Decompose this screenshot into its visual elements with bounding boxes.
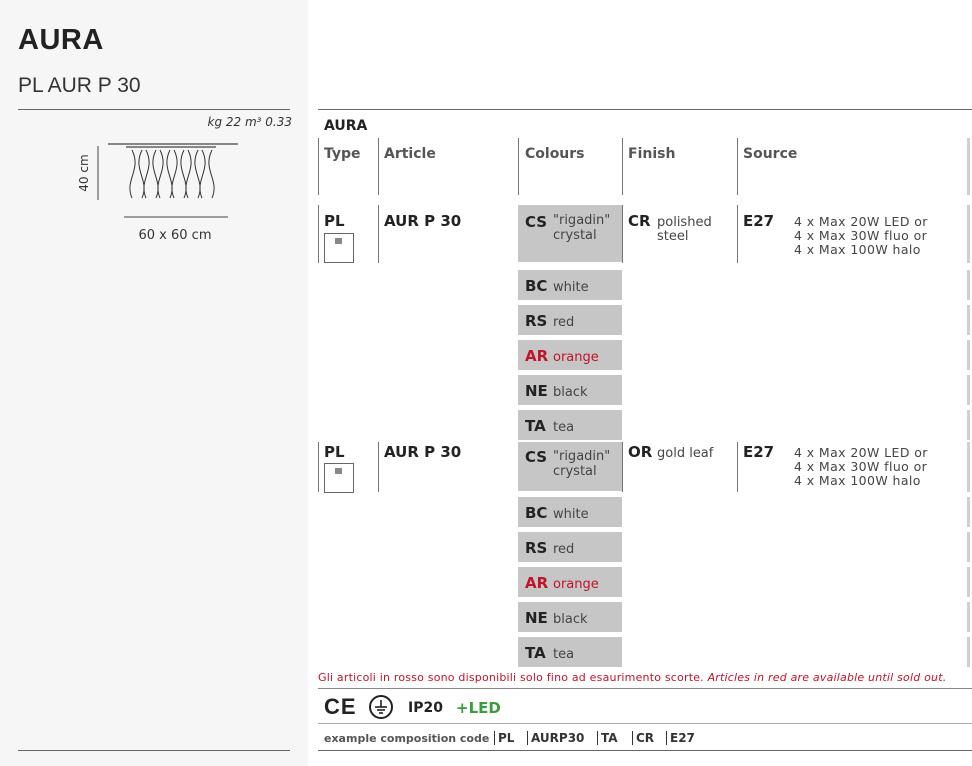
- composition-part: TA: [597, 731, 618, 745]
- bottom-divider-right: [318, 750, 972, 751]
- colour-swatch-discontinued: AR orange: [518, 567, 622, 598]
- column-separator: [622, 138, 623, 195]
- col-colours: Colours: [525, 146, 585, 162]
- column-separator: [318, 205, 319, 263]
- colour-swatch: RS red: [518, 532, 622, 563]
- col-type: Type: [324, 146, 361, 162]
- colour-swatch: TA tea: [518, 637, 622, 668]
- col-article: Article: [384, 146, 436, 162]
- cert-divider: [318, 723, 972, 724]
- row1-finish-code: CR: [628, 212, 651, 230]
- row1-lamp-line3: 4 x Max 100W halo: [794, 242, 921, 257]
- stock-note: Gli articoli in rosso sono disponibili s…: [318, 671, 947, 684]
- composition-part: CR: [632, 731, 654, 745]
- column-separator: [967, 138, 970, 195]
- column-separator: [737, 138, 738, 195]
- ce-mark-icon: CE: [324, 694, 357, 719]
- bottom-divider-left: [18, 750, 290, 751]
- column-separator: [622, 442, 623, 492]
- composition-part: PL: [494, 731, 514, 745]
- composition-label: example composition code: [324, 732, 490, 745]
- row2-finish-line1: gold leaf: [657, 446, 714, 461]
- table-top-divider: [318, 109, 972, 110]
- column-separator: [378, 442, 379, 492]
- row-edge-bar: [967, 567, 970, 597]
- row2-source: E27: [743, 443, 775, 461]
- colour-swatch-discontinued: AR orange: [518, 340, 622, 371]
- row2-lamp-line1: 4 x Max 20W LED or: [794, 445, 928, 460]
- row-edge-bar: [967, 532, 970, 562]
- colour-swatch: NE black: [518, 375, 622, 406]
- row1-type: PL: [324, 212, 345, 230]
- weight-volume: kg 22 m³ 0.33: [207, 115, 293, 129]
- row-edge-bar: [967, 375, 970, 405]
- colour-swatch: CS "rigadin" crystal: [518, 442, 622, 492]
- row1-source: E27: [743, 212, 775, 230]
- column-separator: [318, 442, 319, 492]
- row-edge-bar: [967, 340, 970, 370]
- row2-lamp-line2: 4 x Max 30W fluo or: [794, 459, 928, 474]
- colour-swatch: NE black: [518, 602, 622, 633]
- composition-part: AURP30: [527, 731, 584, 745]
- row2-lamp-line3: 4 x Max 100W halo: [794, 473, 921, 488]
- row1-lamp-line2: 4 x Max 30W fluo or: [794, 228, 928, 243]
- row-edge-bar: [967, 305, 970, 335]
- colour-swatch: RS red: [518, 305, 622, 336]
- col-source: Source: [743, 146, 798, 162]
- note-divider: [318, 688, 972, 689]
- row-edge-bar: [967, 410, 970, 440]
- column-separator: [318, 138, 319, 195]
- column-separator: [622, 205, 623, 263]
- product-title: AURA: [18, 24, 104, 56]
- column-separator: [737, 442, 738, 492]
- row-edge-bar: [967, 637, 970, 667]
- colour-swatch: TA tea: [518, 410, 622, 441]
- led-badge: +LED: [456, 699, 501, 717]
- colour-swatch: BC white: [518, 497, 622, 528]
- lamp-drawing: [97, 143, 238, 218]
- ground-symbol-icon: [369, 695, 393, 719]
- row1-lamp-line1: 4 x Max 20W LED or: [794, 214, 928, 229]
- row1-article: AUR P 30: [384, 212, 462, 230]
- header-divider: [18, 109, 290, 110]
- height-dimension: 40 cm: [77, 154, 91, 192]
- column-separator: [378, 205, 379, 263]
- row2-finish-code: OR: [628, 443, 653, 461]
- row-edge-bar: [967, 442, 970, 492]
- row-edge-bar: [967, 270, 970, 300]
- row1-finish-line1: polished: [657, 215, 712, 230]
- ip-rating: IP20: [408, 700, 443, 716]
- row-edge-bar: [967, 602, 970, 632]
- row2-article: AUR P 30: [384, 443, 462, 461]
- column-separator: [518, 138, 519, 195]
- colour-swatch: BC white: [518, 270, 622, 301]
- row2-type: PL: [324, 443, 345, 461]
- row1-finish-line2: steel: [657, 229, 689, 244]
- width-dimension: 60 x 60 cm: [138, 228, 212, 243]
- left-panel-background: [0, 0, 308, 766]
- table-brand: AURA: [324, 118, 368, 134]
- column-separator: [378, 138, 379, 195]
- ceiling-type-icon: [324, 463, 354, 493]
- ceiling-type-icon: [324, 233, 354, 263]
- col-finish: Finish: [628, 146, 676, 162]
- product-subtitle: PL AUR P 30: [18, 74, 141, 97]
- row-edge-bar: [967, 497, 970, 527]
- composition-part: E27: [666, 731, 695, 745]
- colour-swatch: CS "rigadin" crystal: [518, 205, 622, 263]
- row-edge-bar: [967, 205, 970, 263]
- column-separator: [737, 205, 738, 263]
